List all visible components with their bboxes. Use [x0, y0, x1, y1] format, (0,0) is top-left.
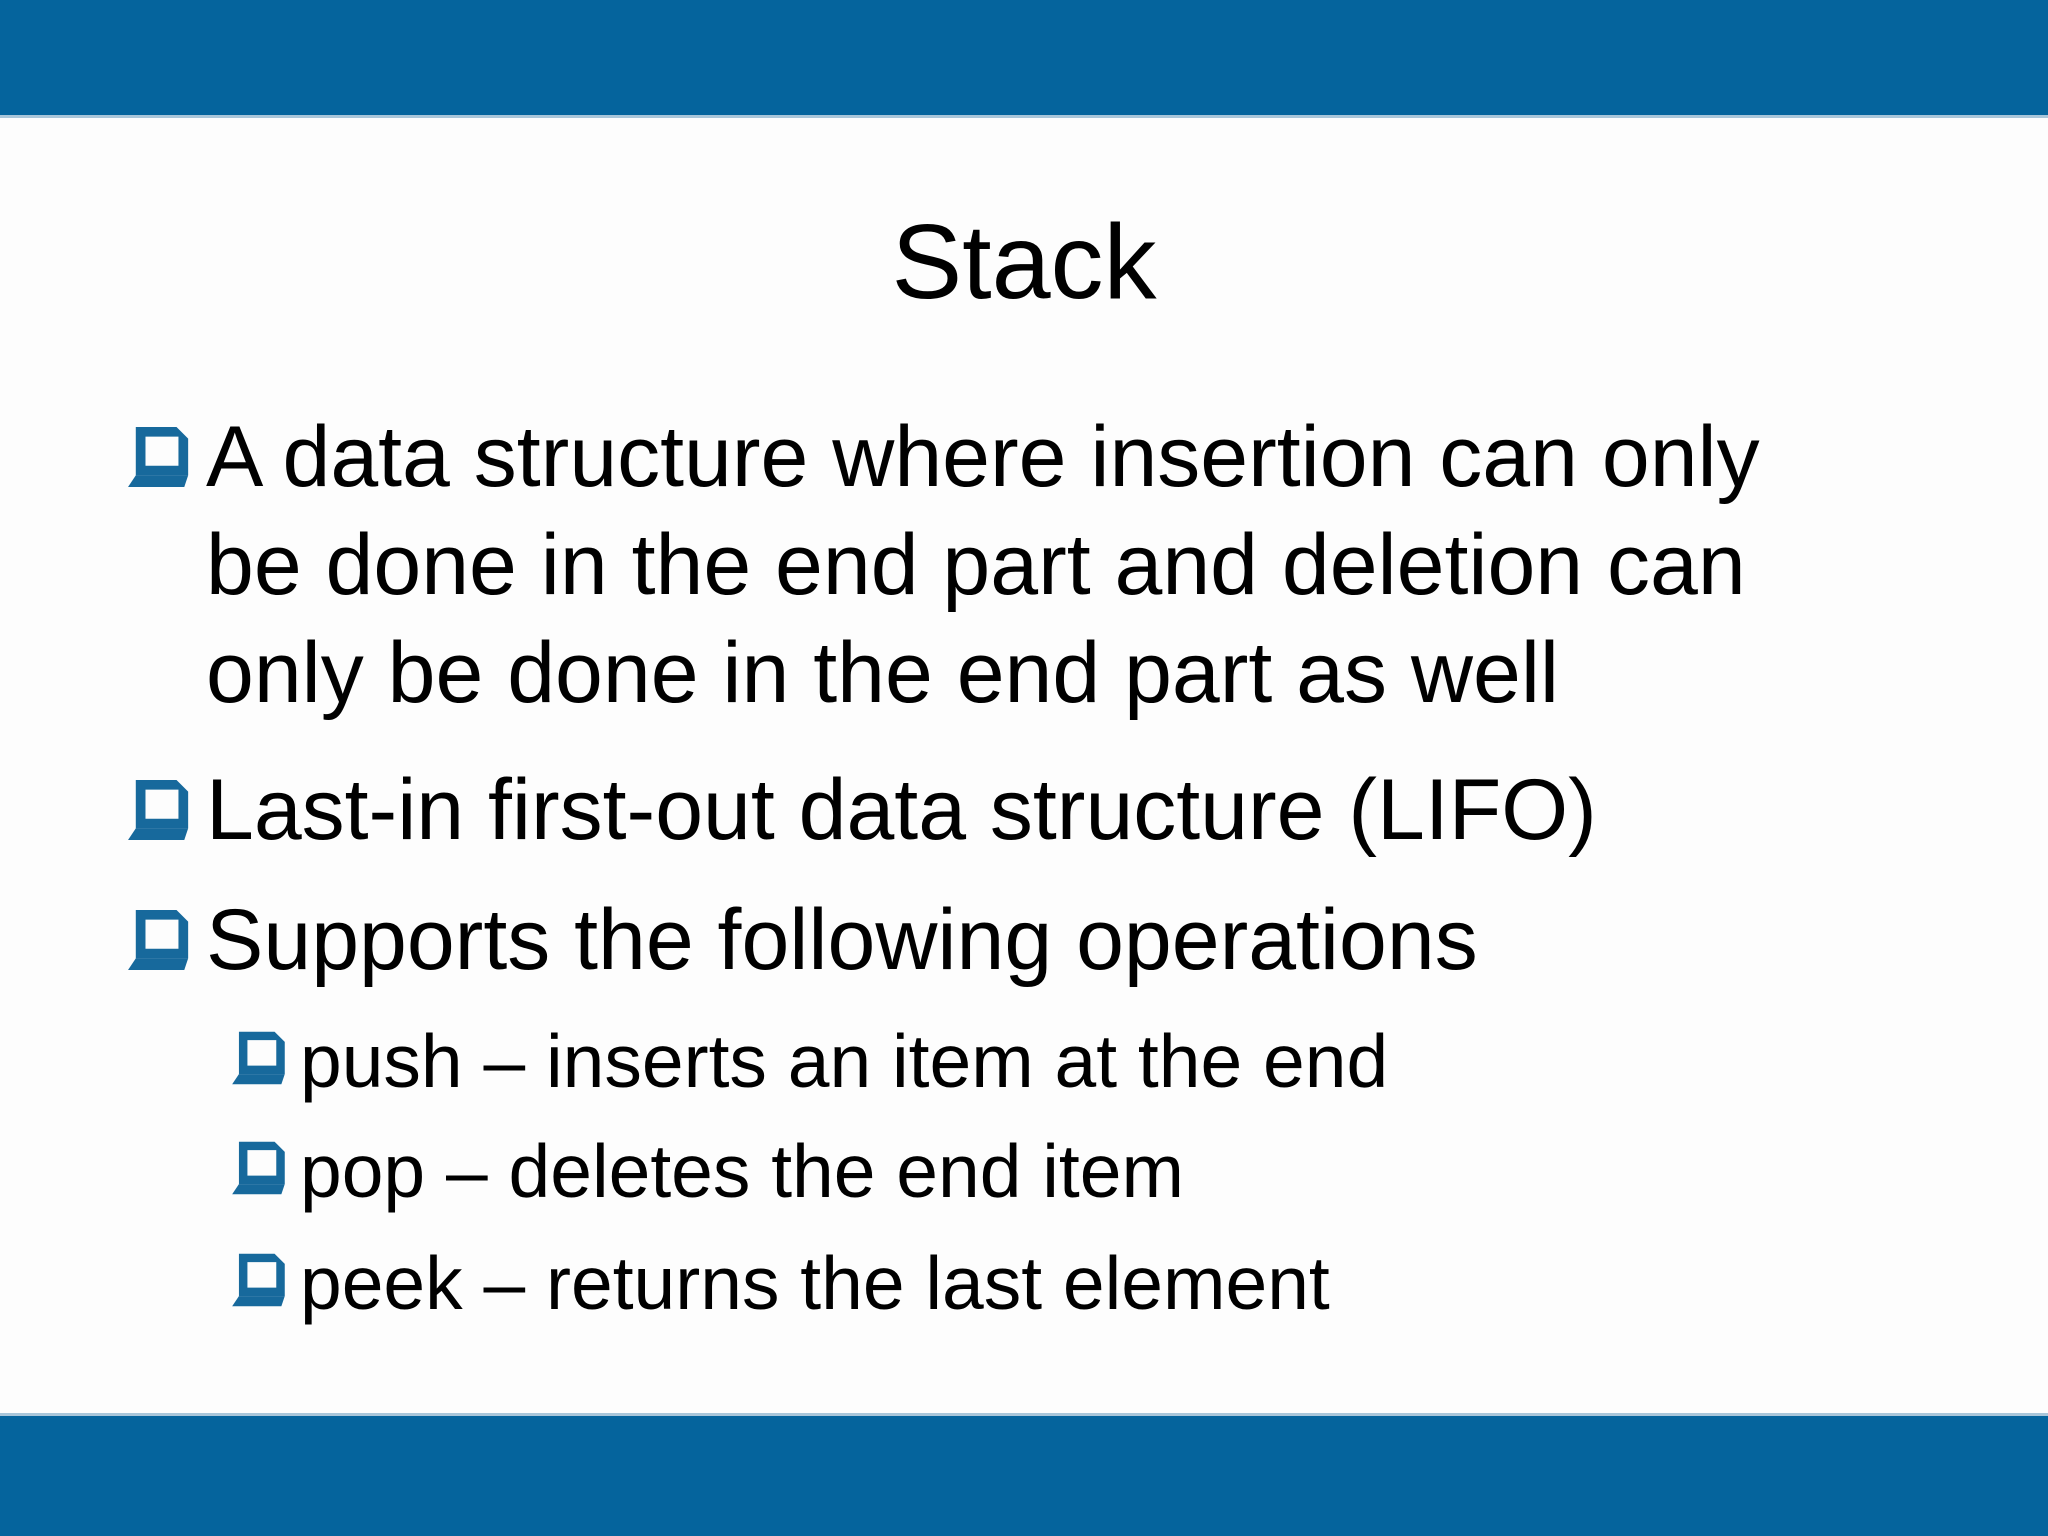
shadowed-square-bullet-icon	[128, 778, 206, 842]
list-item: A data structure where insertion can onl…	[128, 403, 1976, 727]
shadowed-square-bullet-icon	[128, 908, 206, 972]
shadowed-square-bullet-icon	[232, 1030, 300, 1086]
bullet-text-line: Supports the following operations	[206, 892, 1478, 988]
bullet-text-line: Last-in first-out data structure (LIFO)	[206, 762, 1597, 858]
shadowed-square-bullet-icon	[232, 1140, 300, 1196]
list-item: Supports the following operations	[128, 886, 1976, 994]
bullet-text-line: be done in the end part and deletion can	[206, 517, 1746, 613]
bullet-text: push – inserts an item at the end	[300, 1006, 1976, 1116]
top-banner	[0, 0, 2048, 118]
bullet-list: A data structure where insertion can onl…	[128, 403, 1976, 1338]
bullet-text-line: A data structure where insertion can onl…	[206, 409, 1760, 505]
bullet-text-line: push – inserts an item at the end	[300, 1019, 1389, 1103]
list-item: push – inserts an item at the end	[128, 1006, 1976, 1116]
list-item: peek – returns the last element	[128, 1228, 1976, 1338]
bullet-text: A data structure where insertion can onl…	[206, 403, 1976, 727]
bottom-banner	[0, 1413, 2048, 1536]
bullet-text: Supports the following operations	[206, 886, 1976, 994]
page-title: Stack	[891, 203, 1157, 321]
bullet-text-line: pop – deletes the end item	[300, 1129, 1184, 1213]
bullet-text: peek – returns the last element	[300, 1228, 1976, 1338]
shadowed-square-bullet-icon	[232, 1252, 300, 1308]
list-item: pop – deletes the end item	[128, 1116, 1976, 1226]
bullet-text-line: peek – returns the last element	[300, 1241, 1330, 1325]
bullet-text: Last-in first-out data structure (LIFO)	[206, 756, 1976, 864]
bullet-text-line: only be done in the end part as well	[206, 625, 1560, 721]
list-item: Last-in first-out data structure (LIFO)	[128, 756, 1976, 864]
shadowed-square-bullet-icon	[128, 425, 206, 489]
bullet-text: pop – deletes the end item	[300, 1116, 1976, 1226]
